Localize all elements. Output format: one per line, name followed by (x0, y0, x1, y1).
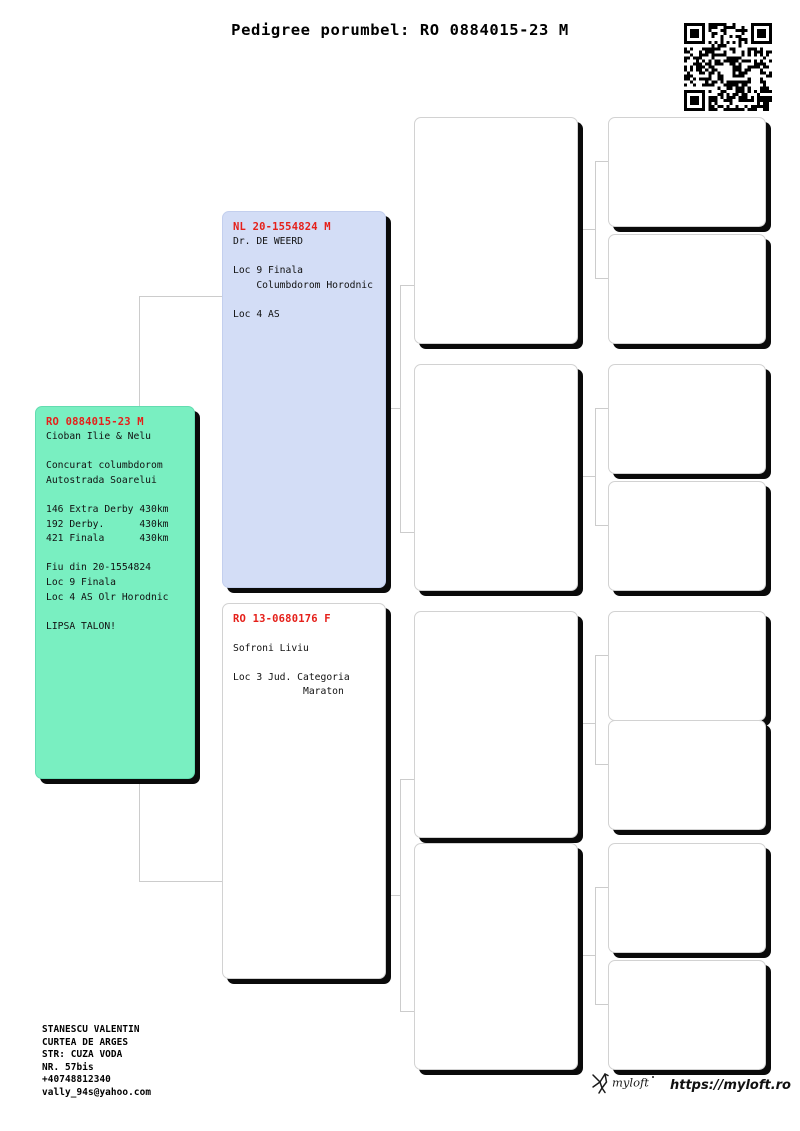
connector-g3-1-spine (595, 161, 596, 278)
connector-g3-3-stem (581, 723, 595, 724)
pigeon-card-g4-8[interactable] (608, 960, 766, 1070)
pigeon-card-g4-2[interactable] (608, 234, 766, 344)
pigeon-card-sire[interactable]: NL 20-1554824 M Dr. DE WEERD Loc 9 Final… (222, 211, 386, 588)
pigeon-id-dam: RO 13-0680176 F (233, 613, 331, 625)
connector-subject-to-dam (139, 881, 223, 882)
pigeon-card-g3-1[interactable] (414, 117, 578, 344)
connector-dam-spine (400, 779, 401, 1011)
pigeon-details-dam: Sofroni Liviu Loc 3 Jud. Categoria Marat… (233, 642, 350, 698)
myloft-pigeon-logo-icon: myloft (590, 1070, 656, 1100)
connector-g3-2-spine (595, 408, 596, 525)
connector-g3-1-to-g4-2 (595, 278, 609, 279)
pigeon-card-g4-6[interactable] (608, 720, 766, 830)
connector-dam-to-g3-3 (400, 779, 415, 780)
pigeon-id-subject: RO 0884015-23 M (46, 416, 144, 428)
pigeon-card-g3-4[interactable] (414, 843, 578, 1070)
pigeon-card-dam[interactable]: RO 13-0680176 F Sofroni Liviu Loc 3 Jud.… (222, 603, 386, 979)
pigeon-card-g4-7[interactable] (608, 843, 766, 953)
connector-dam-stem (386, 895, 400, 896)
brand-footer: myloft https://myloft.ro (590, 1070, 791, 1100)
connector-g3-4-to-g4-8 (595, 1004, 609, 1005)
svg-text:myloft: myloft (612, 1076, 649, 1090)
owner-address-block: STANESCU VALENTIN CURTEA DE ARGES STR: C… (42, 1024, 152, 1098)
connector-sire-to-g3-1 (400, 285, 415, 286)
connector-sire-stem (386, 408, 400, 409)
connector-g3-3-to-g4-5 (595, 655, 609, 656)
pigeon-card-g4-1[interactable] (608, 117, 766, 227)
pigeon-details-sire: Dr. DE WEERD Loc 9 Finala Columbdorom Ho… (233, 236, 373, 320)
pigeon-card-subject[interactable]: RO 0884015-23 M Cioban Ilie & Nelu Concu… (35, 406, 195, 779)
connector-sire-spine (400, 285, 401, 532)
pigeon-id-sire: NL 20-1554824 M (233, 221, 331, 233)
connector-sire-to-g3-2 (400, 532, 415, 533)
connector-g3-3-to-g4-6 (595, 764, 609, 765)
connector-dam-to-g3-4 (400, 1011, 415, 1012)
brand-url[interactable]: https://myloft.ro (670, 1077, 791, 1093)
connector-g3-1-to-g4-1 (595, 161, 609, 162)
pigeon-details-subject: Cioban Ilie & Nelu Concurat columbdorom … (46, 431, 169, 632)
pigeon-card-g4-5[interactable] (608, 611, 766, 721)
connector-g3-4-spine (595, 887, 596, 1004)
connector-g3-4-stem (581, 955, 595, 956)
connector-g3-2-to-g4-3 (595, 408, 609, 409)
qr-code-icon (684, 23, 772, 111)
connector-g3-4-to-g4-7 (595, 887, 609, 888)
pigeon-card-g4-4[interactable] (608, 481, 766, 591)
pigeon-card-g4-3[interactable] (608, 364, 766, 474)
pigeon-card-g3-3[interactable] (414, 611, 578, 838)
connector-g3-3-spine (595, 655, 596, 764)
connector-g3-1-stem (581, 229, 595, 230)
connector-g3-2-to-g4-4 (595, 525, 609, 526)
pigeon-card-g3-2[interactable] (414, 364, 578, 591)
page-title: Pedigree porumbel: RO 0884015-23 M (231, 21, 569, 39)
connector-subject-to-sire (139, 296, 223, 297)
connector-g3-2-stem (581, 476, 595, 477)
